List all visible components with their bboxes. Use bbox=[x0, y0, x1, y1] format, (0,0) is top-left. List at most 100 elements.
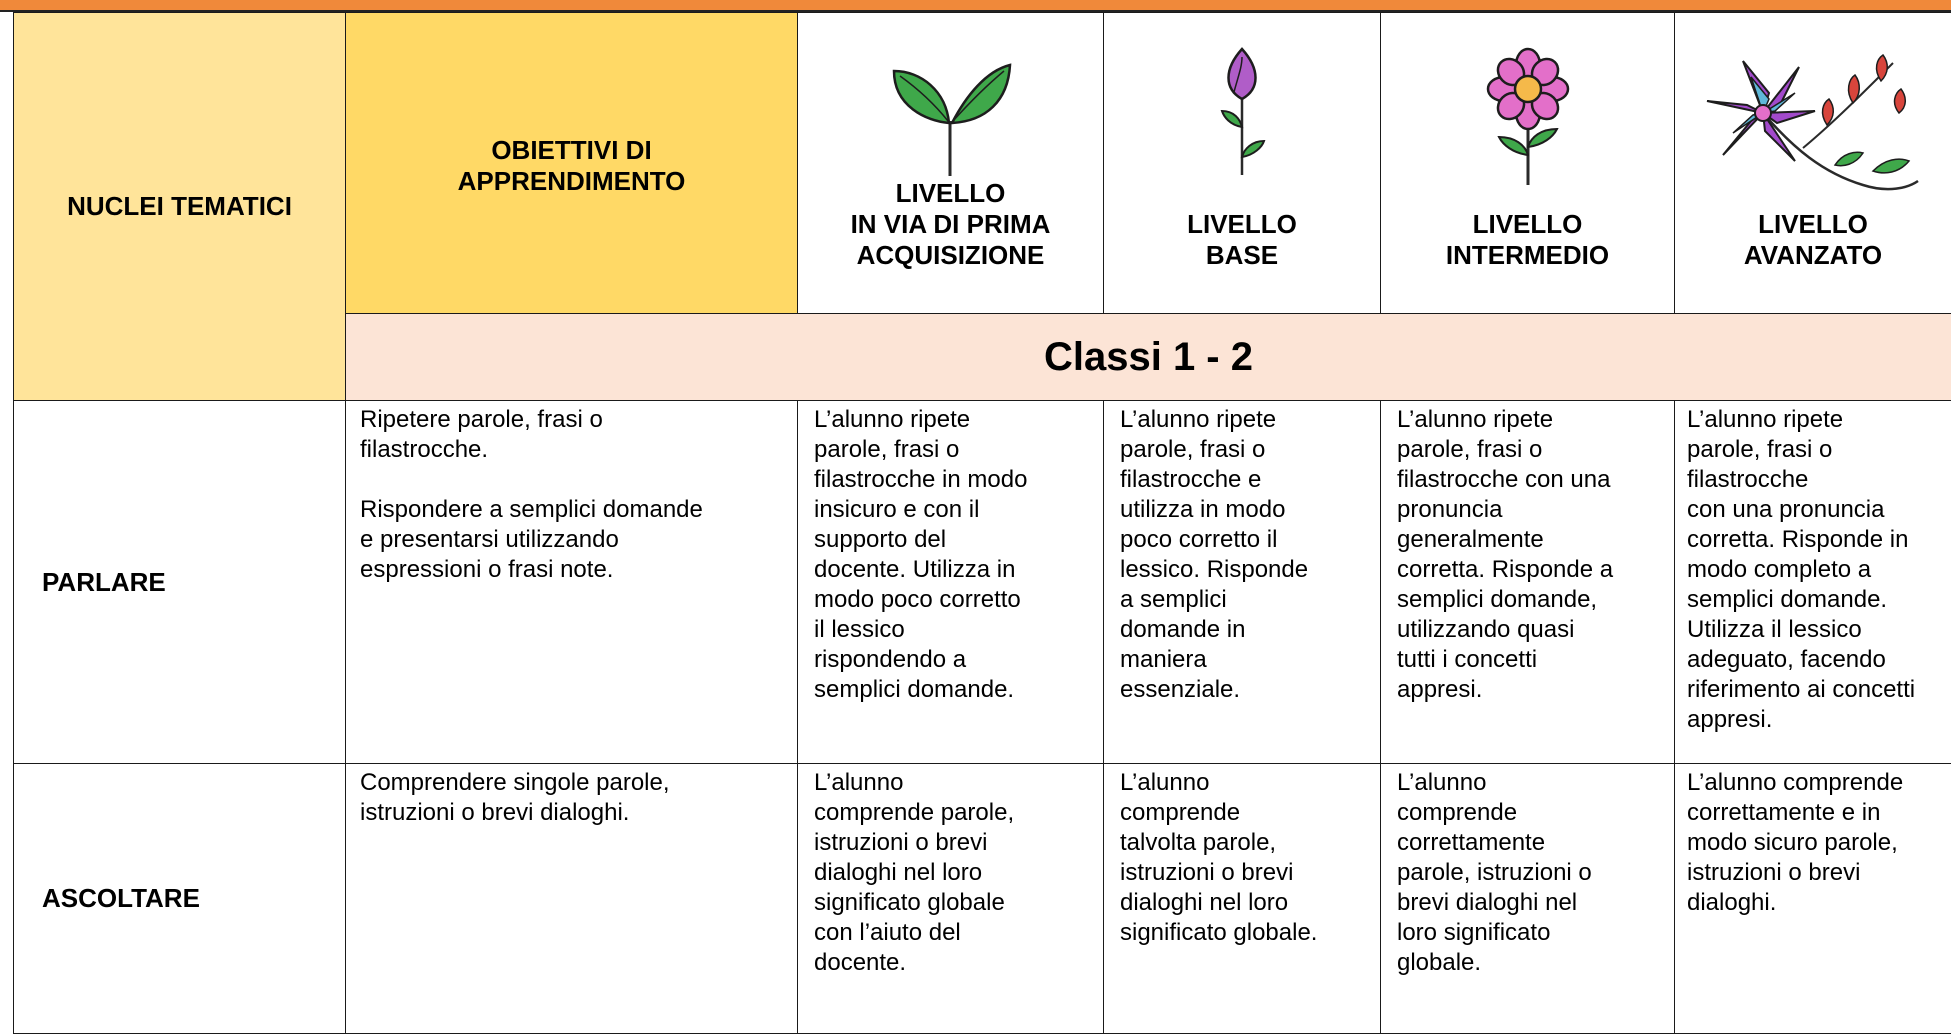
bloom-icon bbox=[1703, 53, 1923, 203]
level3-line2: INTERMEDIO bbox=[1381, 240, 1674, 271]
cell-line: pronuncia bbox=[1397, 495, 1668, 525]
header-nuclei-label: NUCLEI TEMATICI bbox=[67, 191, 292, 221]
cell-line: con l’aiuto del bbox=[814, 918, 1097, 948]
level-cell-prima: L’alunno ripete parole, frasi o filastro… bbox=[798, 401, 1104, 764]
level4-line2: AVANZATO bbox=[1675, 240, 1951, 271]
level-cell-intermedio: L’alunno ripete parole, frasi o filastro… bbox=[1381, 401, 1675, 764]
cell-line: poco corretto il bbox=[1120, 525, 1374, 555]
cell-line: tutti i concetti bbox=[1397, 645, 1668, 675]
level2-line2: BASE bbox=[1104, 240, 1380, 271]
cell-line: utilizza in modo bbox=[1120, 495, 1374, 525]
objectives-cell: Comprendere singole parole, istruzioni o… bbox=[346, 764, 798, 1034]
header-level-prima-acquisizione: LIVELLO IN VIA DI PRIMA ACQUISIZIONE bbox=[798, 13, 1104, 314]
top-orange-bar bbox=[0, 0, 1951, 12]
cell-line: L’alunno comprende bbox=[1687, 768, 1945, 798]
cell-line: comprende bbox=[1120, 798, 1374, 828]
cell-line: rispondendo a bbox=[814, 645, 1097, 675]
cell-line: supporto del bbox=[814, 525, 1097, 555]
cell-line: comprende parole, bbox=[814, 798, 1097, 828]
cell-line: filastrocche in modo bbox=[814, 465, 1097, 495]
header-obiettivi-line1: OBIETTIVI DI bbox=[346, 135, 797, 166]
cell-line: a semplici bbox=[1120, 585, 1374, 615]
nucleo-parlare: PARLARE bbox=[14, 401, 346, 764]
header-level-avanzato: LIVELLO AVANZATO bbox=[1675, 13, 1951, 314]
level-cell-intermedio: L’alunno comprende correttamente parole,… bbox=[1381, 764, 1675, 1034]
objective-line: Rispondere a semplici domande bbox=[360, 495, 789, 525]
objective-line: Ripetere parole, frasi o bbox=[360, 405, 789, 435]
header-obiettivi: OBIETTIVI DI APPRENDIMENTO bbox=[346, 13, 798, 314]
level2-line1: LIVELLO bbox=[1104, 209, 1380, 240]
cell-line: L’alunno bbox=[1120, 768, 1374, 798]
cell-line: lessico. Risponde bbox=[1120, 555, 1374, 585]
cell-line: talvolta parole, bbox=[1120, 828, 1374, 858]
cell-line: maniera bbox=[1120, 645, 1374, 675]
cell-line: appresi. bbox=[1397, 675, 1668, 705]
cell-line: semplici domande. bbox=[814, 675, 1097, 705]
level3-line1: LIVELLO bbox=[1381, 209, 1674, 240]
cell-line: filastrocche e bbox=[1120, 465, 1374, 495]
objective-line: filastrocche. bbox=[360, 435, 789, 465]
cell-line: dialoghi nel loro bbox=[1120, 888, 1374, 918]
cell-line: domande in bbox=[1120, 615, 1374, 645]
cell-line: docente. bbox=[814, 948, 1097, 978]
nucleo-ascoltare: ASCOLTARE bbox=[14, 764, 346, 1034]
cell-line: essenziale. bbox=[1120, 675, 1374, 705]
cell-line: L’alunno ripete bbox=[1687, 405, 1945, 435]
nucleo-label: PARLARE bbox=[42, 567, 166, 597]
classi-label: Classi 1 - 2 bbox=[1044, 335, 1253, 379]
cell-line: significato globale bbox=[814, 888, 1097, 918]
cell-line: L’alunno bbox=[814, 768, 1097, 798]
bud-icon bbox=[1212, 47, 1272, 177]
cell-line: L’alunno ripete bbox=[814, 405, 1097, 435]
cell-line: appresi. bbox=[1687, 705, 1945, 735]
cell-line: istruzioni o brevi bbox=[1687, 858, 1945, 888]
cell-line: L’alunno bbox=[1397, 768, 1668, 798]
level-cell-avanzato: L’alunno comprende correttamente e in mo… bbox=[1675, 764, 1951, 1034]
level-cell-base: L’alunno ripete parole, frasi o filastro… bbox=[1104, 401, 1381, 764]
cell-line: correttamente e in bbox=[1687, 798, 1945, 828]
cell-line: parole, frasi o bbox=[1397, 435, 1668, 465]
cell-line: parole, frasi o bbox=[814, 435, 1097, 465]
cell-line: con una pronuncia bbox=[1687, 495, 1945, 525]
classi-banner: Classi 1 - 2 bbox=[346, 314, 1951, 401]
cell-line: modo completo a bbox=[1687, 555, 1945, 585]
cell-line: brevi dialoghi nel bbox=[1397, 888, 1668, 918]
cell-line: filastrocche con una bbox=[1397, 465, 1668, 495]
level-cell-avanzato: L’alunno ripete parole, frasi o filastro… bbox=[1675, 401, 1951, 764]
level-cell-prima: L’alunno comprende parole, istruzioni o … bbox=[798, 764, 1104, 1034]
cell-line: L’alunno ripete bbox=[1120, 405, 1374, 435]
cell-line: riferimento ai concetti bbox=[1687, 675, 1945, 705]
cell-line: modo sicuro parole, bbox=[1687, 828, 1945, 858]
level1-line1: LIVELLO bbox=[798, 178, 1103, 209]
objective-line: e presentarsi utilizzando bbox=[360, 525, 789, 555]
cell-line: modo poco corretto bbox=[814, 585, 1097, 615]
objective-gap bbox=[360, 465, 789, 495]
cell-line: utilizzando quasi bbox=[1397, 615, 1668, 645]
cell-line: globale. bbox=[1397, 948, 1668, 978]
cell-line: il lessico bbox=[814, 615, 1097, 645]
cell-line: insicuro e con il bbox=[814, 495, 1097, 525]
table-row: PARLARE Ripetere parole, frasi o filastr… bbox=[14, 401, 1951, 764]
cell-line: parole, frasi o bbox=[1687, 435, 1945, 465]
evaluation-grid: NUCLEI TEMATICI OBIETTIVI DI APPRENDIMEN… bbox=[13, 12, 1951, 1034]
cell-line: correttamente bbox=[1397, 828, 1668, 858]
level4-line1: LIVELLO bbox=[1675, 209, 1951, 240]
header-level-intermedio: LIVELLO INTERMEDIO bbox=[1381, 13, 1675, 314]
cell-line: parole, istruzioni o bbox=[1397, 858, 1668, 888]
objective-line: Comprendere singole parole, bbox=[360, 768, 789, 798]
cell-line: dialoghi nel loro bbox=[814, 858, 1097, 888]
header-nuclei-tematici: NUCLEI TEMATICI bbox=[14, 13, 346, 401]
header-level-base: LIVELLO BASE bbox=[1104, 13, 1381, 314]
sprout-icon bbox=[886, 51, 1016, 181]
level1-line3: ACQUISIZIONE bbox=[798, 240, 1103, 271]
objective-line: istruzioni o brevi dialoghi. bbox=[360, 798, 789, 828]
objectives-cell: Ripetere parole, frasi o filastrocche. R… bbox=[346, 401, 798, 764]
cell-line: filastrocche bbox=[1687, 465, 1945, 495]
cell-line: Utilizza il lessico bbox=[1687, 615, 1945, 645]
cell-line: generalmente bbox=[1397, 525, 1668, 555]
cell-line: semplici domande. bbox=[1687, 585, 1945, 615]
level1-line2: IN VIA DI PRIMA bbox=[798, 209, 1103, 240]
objective-line: espressioni o frasi note. bbox=[360, 555, 789, 585]
cell-line: parole, frasi o bbox=[1120, 435, 1374, 465]
cell-line: semplici domande, bbox=[1397, 585, 1668, 615]
